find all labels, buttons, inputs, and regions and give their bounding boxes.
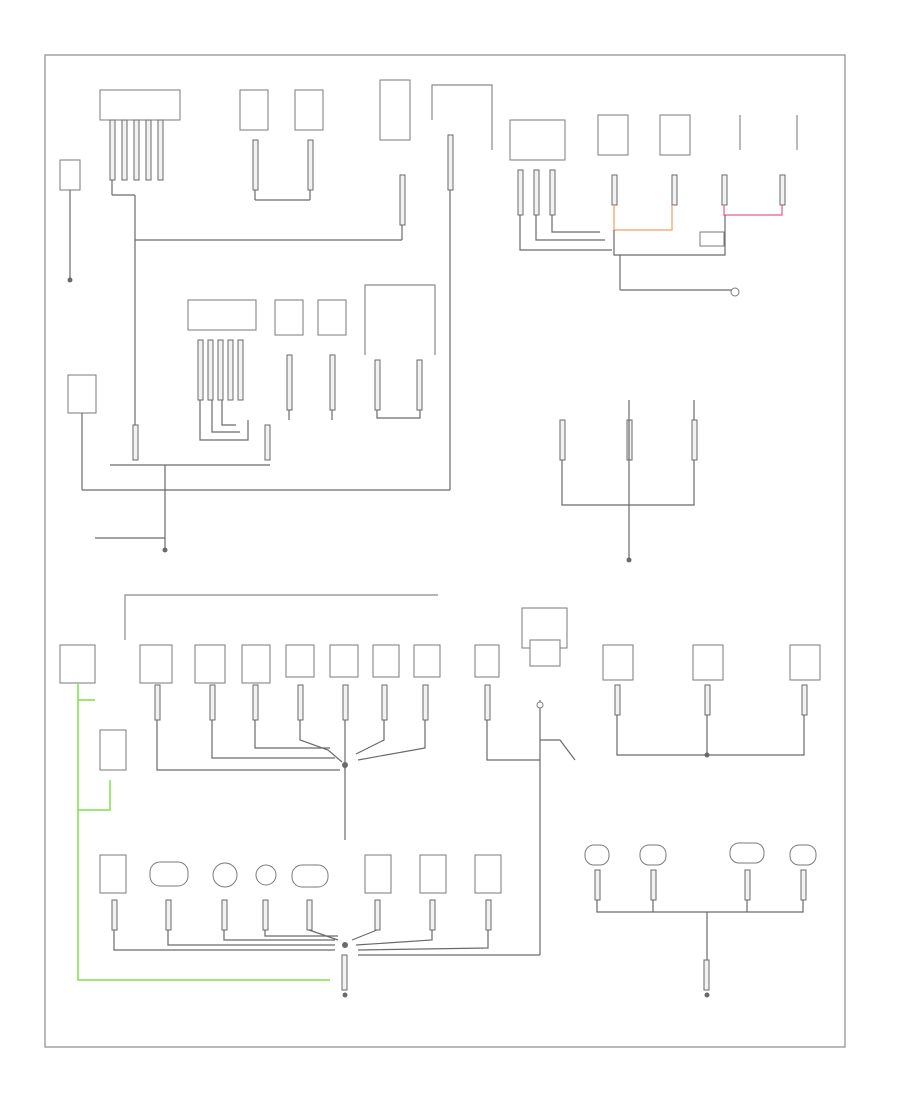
component-lamp-n8	[413, 644, 441, 678]
component-module-i	[67, 374, 97, 414]
ground-point-g2	[162, 547, 168, 553]
component-lamp-s3	[729, 842, 765, 864]
wire-green	[77, 683, 330, 981]
component-lamp-q5	[291, 864, 329, 888]
component-lamp-q6	[364, 854, 392, 894]
component-lamp-s4	[789, 844, 817, 866]
lower-right-section	[584, 644, 821, 998]
wire-green-3	[78, 780, 111, 811]
component-battery-sensor	[59, 159, 81, 191]
component-module-k	[597, 114, 629, 156]
component-multi-connector-1	[99, 89, 181, 121]
ground-point-g1	[67, 277, 73, 283]
component-lamp-q3	[212, 862, 238, 888]
component-lamp-q2	[149, 861, 189, 887]
component-switch-b	[294, 89, 324, 131]
wire-orange	[613, 205, 673, 231]
ground-point-g5	[342, 992, 348, 998]
component-switch-a	[239, 89, 269, 131]
component-lamp-r2	[692, 644, 724, 681]
component-lamp-q7	[419, 854, 447, 894]
component-lamp-n5	[285, 644, 315, 678]
splice-2	[342, 942, 348, 948]
wire-pink	[723, 205, 783, 216]
ground-point-g3	[730, 287, 740, 297]
middle-left-section	[67, 284, 450, 553]
component-lamp-s2	[639, 844, 667, 866]
component-module-l	[659, 114, 691, 156]
component-relay-p	[99, 729, 127, 771]
ground-point-g4	[626, 557, 632, 563]
component-lamp-r3	[789, 644, 821, 681]
component-bracket-m	[124, 594, 438, 640]
component-lamp-s1	[584, 844, 610, 866]
component-lamp-q1	[99, 854, 127, 894]
ground-point-g7	[704, 992, 710, 998]
component-module-o-inner	[529, 639, 561, 667]
component-lamp-n3	[194, 644, 226, 684]
component-lamp-q4	[255, 864, 277, 886]
component-lamp-n9	[474, 644, 500, 678]
connector-bank-1	[109, 119, 164, 181]
component-module-c	[379, 79, 411, 141]
component-module-e	[187, 299, 257, 331]
component-sensor-f	[274, 299, 304, 336]
component-lamp-n7	[372, 644, 400, 678]
component-bracket-d	[431, 84, 493, 150]
component-lamp-n1	[59, 644, 96, 684]
component-lamp-r1	[602, 644, 634, 681]
top-left-section	[59, 79, 493, 490]
middle-right-section	[559, 400, 698, 563]
component-lamp-q8	[474, 854, 502, 894]
component-sensor-g	[317, 299, 347, 336]
component-cluster-j	[509, 119, 566, 161]
diagram-border	[44, 54, 846, 1048]
lower-left-section	[59, 594, 576, 998]
top-right-section	[509, 114, 798, 297]
component-lamp-n2	[139, 644, 173, 684]
component-lamp-n4	[241, 644, 271, 684]
component-bracket-h	[364, 284, 436, 355]
ground-point-g6	[704, 752, 710, 758]
connector-bank-2	[197, 339, 244, 401]
component-lamp-n6	[329, 644, 359, 678]
